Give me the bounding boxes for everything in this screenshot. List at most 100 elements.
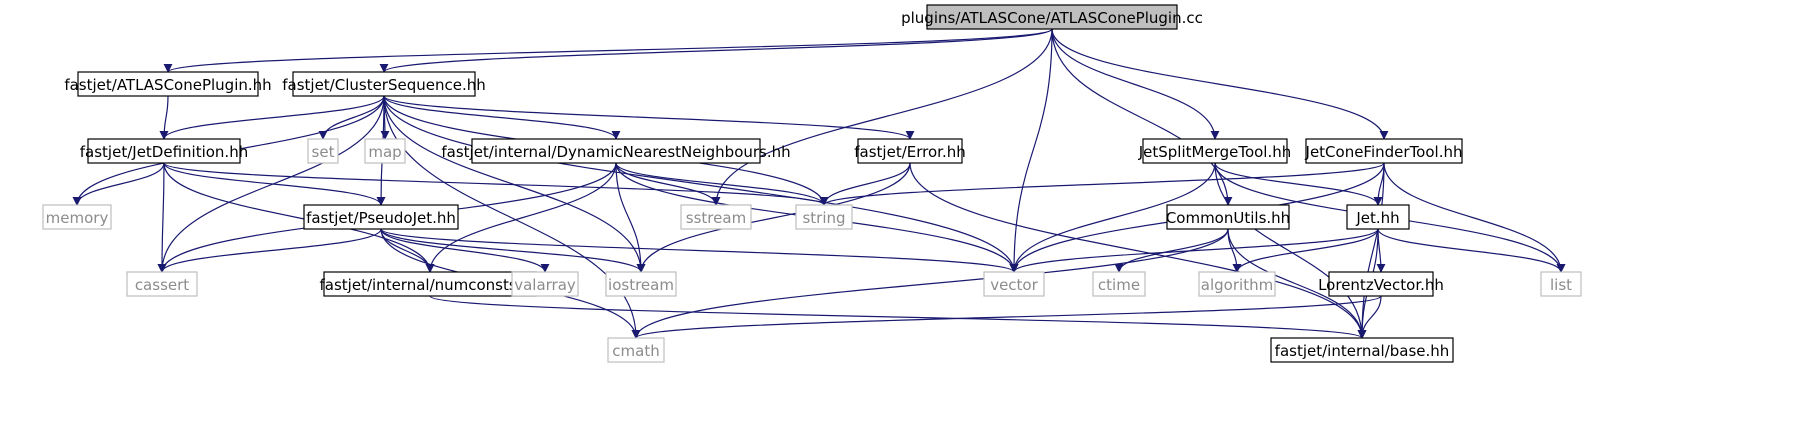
node-cmath: cmath [607, 337, 665, 363]
node-label-clusterseq: fastjet/ClusterSequence.hh [282, 76, 486, 94]
edge-error-to-string [819, 162, 911, 206]
node-box-dnn [471, 138, 761, 164]
node-jethh[interactable]: Jet.hh [1346, 204, 1410, 230]
edge-commonutils-to-base [1227, 228, 1367, 339]
node-label-set: set [312, 143, 335, 161]
node-box-atlaspluginhh [77, 71, 259, 97]
edge-jetsplit-to-jethh [1214, 162, 1383, 206]
node-vector: vector [983, 271, 1045, 297]
node-box-cassert [126, 271, 198, 297]
edge-pseudojet-to-cassert [157, 228, 382, 273]
edge-numconsts-to-base [429, 295, 1367, 339]
node-label-cassert: cassert [135, 276, 189, 294]
edge-jethh-to-vector [1009, 228, 1379, 273]
node-box-cmath [607, 337, 665, 363]
node-box-clusterseq [292, 71, 476, 97]
node-box-error [857, 138, 963, 164]
edge-jetdef-to-cassert [157, 162, 167, 273]
node-label-memory: memory [46, 209, 109, 227]
node-jetsplit[interactable]: JetSplitMergeTool.hh [1138, 138, 1292, 164]
node-algorithm: algorithm [1198, 271, 1276, 297]
node-box-jethh [1346, 204, 1410, 230]
edge-jetcone-to-base [1357, 162, 1385, 339]
node-atlaspluginhh[interactable]: fastjet/ATLASConePlugin.hh [64, 71, 272, 97]
node-jetdef[interactable]: fastjet/JetDefinition.hh [80, 138, 248, 164]
node-set: set [307, 138, 339, 164]
node-label-atlaspluginhh: fastjet/ATLASConePlugin.hh [64, 76, 271, 94]
node-box-list [1540, 271, 1582, 297]
node-clusterseq[interactable]: fastjet/ClusterSequence.hh [282, 71, 486, 97]
node-cassert: cassert [126, 271, 198, 297]
node-error[interactable]: fastjet/Error.hh [854, 138, 966, 164]
node-base[interactable]: fastjet/internal/base.hh [1270, 337, 1454, 363]
node-commonutils[interactable]: CommonUtils.hh [1166, 204, 1290, 230]
edge-dnn-to-iostream [615, 162, 646, 273]
edge-clusterseq-to-error [383, 95, 915, 140]
node-label-lorentz: LorentzVector.hh [1318, 276, 1444, 294]
node-box-map [364, 138, 406, 164]
edge-clusterseq-to-set [318, 95, 385, 140]
node-label-cmath: cmath [612, 342, 659, 360]
edge-jetcone-to-list [1383, 162, 1566, 273]
edge-jetdef-to-pseudojet [163, 162, 386, 206]
node-label-numconsts: fastjet/internal/numconsts.hh [320, 276, 541, 294]
node-label-dnn: fastjet/internal/DynamicNearestNeighbour… [441, 143, 790, 161]
edge-jetsplit-to-vector [1009, 162, 1216, 273]
node-label-sstream: sstream [686, 209, 746, 227]
node-sstream: sstream [680, 204, 752, 230]
node-box-memory [42, 204, 112, 230]
node-label-jetdef: fastjet/JetDefinition.hh [80, 143, 248, 161]
node-root[interactable]: plugins/ATLASCone/ATLASConePlugin.cc [901, 4, 1203, 30]
node-box-pseudojet [303, 204, 459, 230]
edge-root-to-jetcone [1051, 28, 1389, 140]
node-label-pseudojet: fastjet/PseudoJet.hh [306, 209, 456, 227]
node-list: list [1540, 271, 1582, 297]
node-box-root [926, 4, 1178, 30]
node-label-jethh: Jet.hh [1355, 209, 1399, 227]
node-box-lorentz [1328, 271, 1434, 297]
node-box-set [307, 138, 339, 164]
node-label-string: string [802, 209, 845, 227]
node-dnn[interactable]: fastjet/internal/DynamicNearestNeighbour… [441, 138, 791, 164]
node-label-iostream: iostream [608, 276, 674, 294]
edge-pseudojet-to-vector [380, 228, 1019, 273]
edge-jethh-to-algorithm [1232, 228, 1379, 273]
node-box-base [1270, 337, 1454, 363]
edge-clusterseq-to-jetdef [159, 95, 385, 140]
node-lorentz[interactable]: LorentzVector.hh [1318, 271, 1444, 297]
edge-pseudojet-to-iostream [380, 228, 646, 273]
node-numconsts[interactable]: fastjet/internal/numconsts.hh [320, 271, 541, 297]
edge-jethh-to-list [1377, 228, 1566, 273]
node-box-sstream [680, 204, 752, 230]
node-box-jetdef [87, 138, 241, 164]
edge-jetdef-to-string [163, 162, 829, 206]
node-box-iostream [605, 271, 677, 297]
node-layer: plugins/ATLASCone/ATLASConePlugin.cc fast… [42, 4, 1582, 363]
edge-commonutils-to-ctime [1114, 228, 1229, 273]
edge-root-to-sstream [711, 28, 1053, 206]
edge-layer [72, 28, 1566, 339]
edge-root-to-vector [1009, 28, 1053, 273]
node-valarray: valarray [511, 271, 579, 297]
edge-dnn-to-string [615, 162, 829, 206]
edge-jetcone-to-string [819, 162, 1385, 206]
edge-pseudojet-to-valarray [380, 228, 550, 273]
node-box-numconsts [323, 271, 537, 297]
edge-dnn-to-sstream [615, 162, 721, 206]
edge-jetdef-to-numconsts [163, 162, 435, 273]
node-label-algorithm: algorithm [1201, 276, 1273, 294]
edge-lorentz-to-base [1357, 295, 1382, 339]
node-box-vector [983, 271, 1045, 297]
node-box-string [795, 204, 853, 230]
node-pseudojet[interactable]: fastjet/PseudoJet.hh [303, 204, 459, 230]
edge-root-to-atlaspluginhh [163, 28, 1053, 73]
edge-jetsplit-to-base [1214, 162, 1367, 339]
node-map: map [364, 138, 406, 164]
edge-lorentz-to-cmath [631, 295, 1382, 339]
node-jetcone[interactable]: JetConeFinderTool.hh [1305, 138, 1463, 164]
node-memory: memory [42, 204, 112, 230]
edge-jetdef-to-memory [72, 162, 165, 206]
node-label-root: plugins/ATLASCone/ATLASConePlugin.cc [901, 9, 1203, 27]
node-box-jetsplit [1142, 138, 1288, 164]
